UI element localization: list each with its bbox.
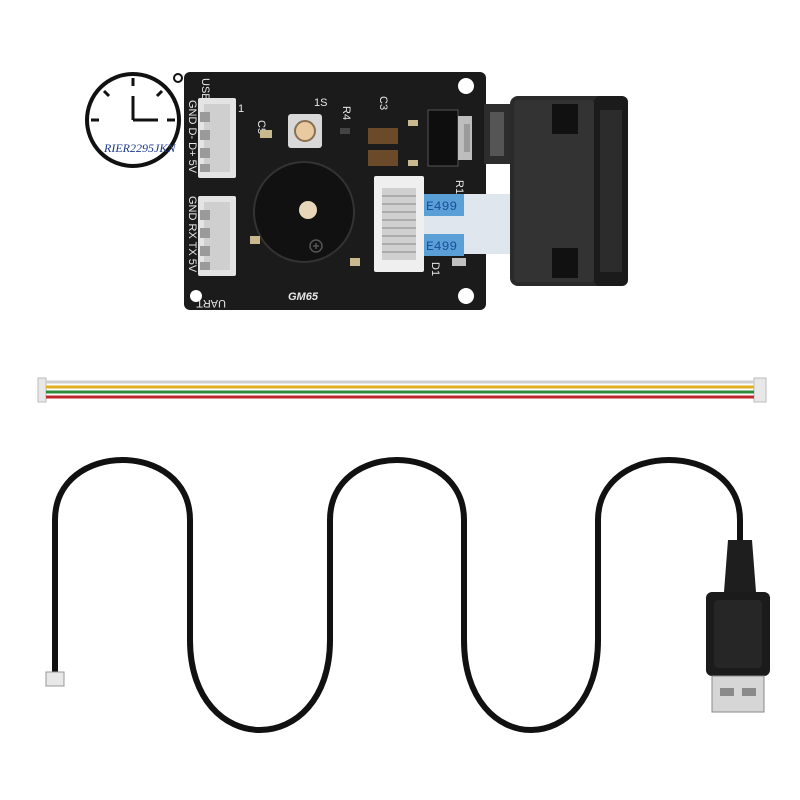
label-usb-pins: GND D- D+ 5V: [186, 100, 198, 174]
label-pin1: 1: [238, 103, 244, 115]
pcb-board: USB GND D- D+ 5V 1 GND RX TX 5V UART GM6…: [184, 72, 486, 310]
label-d1: D1: [429, 262, 441, 276]
voltage-regulator: [427, 109, 472, 167]
cable-end-connector: [45, 671, 65, 687]
watermark-text: RIER2295JKN: [103, 141, 176, 155]
mounting-hole: [458, 78, 474, 94]
label-usb: USB: [199, 78, 211, 101]
mounting-hole: [458, 288, 474, 304]
label-r1: R1: [453, 180, 465, 194]
flex-ribbon: E499 E499: [424, 194, 516, 256]
usb-cable: [45, 457, 770, 733]
label-switch: 1S: [314, 97, 327, 109]
mounting-hole: [190, 290, 202, 302]
flex-label-1: E499: [426, 199, 457, 214]
led-d1: [452, 258, 466, 266]
label-uart-pins: GND RX TX 5V: [186, 196, 198, 273]
usb-connector: [198, 98, 236, 178]
label-uart: UART: [196, 297, 226, 309]
label-c3: C3: [377, 96, 389, 110]
four-wire-cable: [37, 377, 767, 403]
label-model: GM65: [288, 291, 319, 303]
label-r4: R4: [340, 106, 352, 120]
push-switch: 1S: [288, 97, 327, 148]
flex-label-2: E499: [426, 239, 457, 254]
flex-connector: [374, 176, 424, 272]
scanner-engine: [484, 96, 628, 286]
watermark: RIER2295JKN: [85, 72, 183, 168]
buzzer: [253, 161, 355, 263]
uart-connector: [198, 196, 236, 276]
smd-components: C5 R4 C3: [250, 96, 418, 266]
usb-plug-tip: [711, 675, 765, 713]
